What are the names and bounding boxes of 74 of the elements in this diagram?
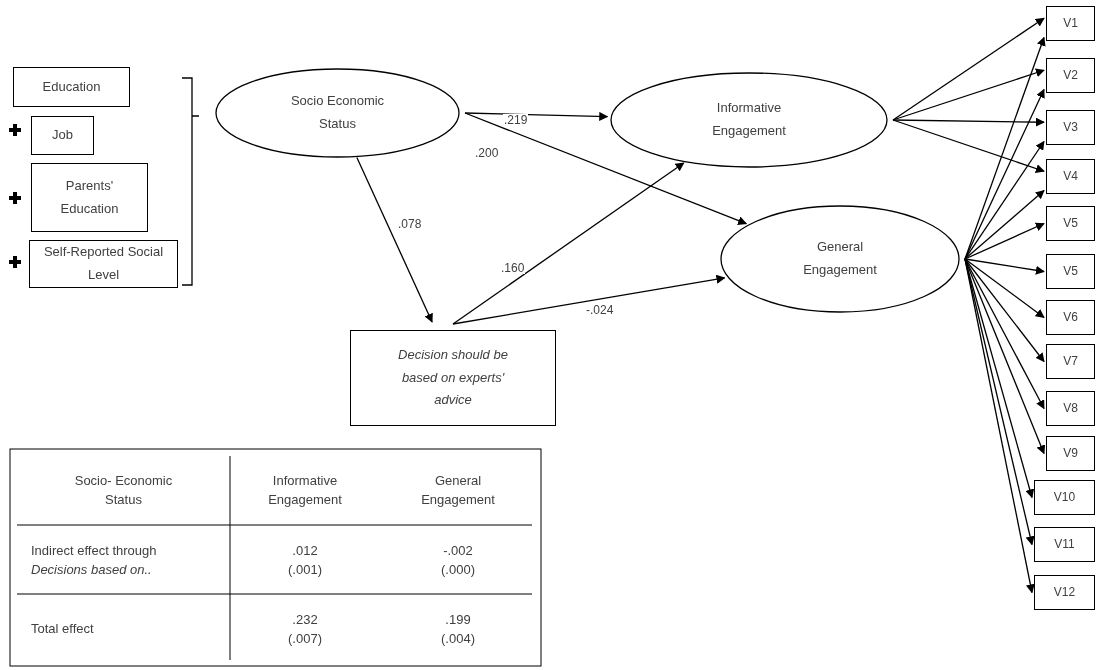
arrow (356, 156, 433, 323)
indicator-box (1046, 344, 1095, 379)
arrow (892, 17, 1045, 121)
indicator-box (1046, 436, 1095, 471)
edge-label: .078 (397, 218, 423, 230)
table-cell-text: Socio- Economic Status (73, 471, 174, 509)
indicator-box (31, 116, 94, 155)
arrow (464, 112, 748, 225)
table-cell-text: .012 (.001) (288, 541, 322, 579)
indicator-box (31, 163, 148, 232)
arrow (892, 119, 1045, 173)
table-cell-text: Total effect (31, 620, 95, 639)
indicator-box (1034, 575, 1095, 610)
node-label: V4 (1063, 168, 1078, 185)
edge-label: -.024 (585, 304, 615, 316)
arrow (964, 36, 1046, 260)
table-cell-text: General Engagement (421, 471, 495, 509)
indicator-box (1034, 480, 1095, 515)
latent-ellipse (720, 205, 960, 313)
latent-ellipse (610, 72, 888, 168)
arrow (452, 162, 685, 325)
arrow (464, 111, 609, 121)
arrow (964, 88, 1045, 260)
edge-label: .219 (503, 114, 529, 126)
node-label: V9 (1063, 445, 1078, 462)
arrow (892, 117, 1045, 127)
arrow (964, 189, 1045, 260)
arrow (452, 274, 726, 325)
indicator-box (29, 240, 178, 288)
node-label: V10 (1053, 489, 1076, 506)
node-label: V6 (1063, 309, 1078, 326)
table-cell-text: .199 (.004) (441, 610, 475, 648)
node-label: Decision should be based on experts' advice (397, 345, 509, 410)
indicator-box (1046, 391, 1095, 426)
table-cell-text: Indirect effect through Decisions based on.. (31, 541, 158, 579)
node-label: Parents' Education (59, 176, 120, 218)
arrow (964, 222, 1045, 260)
table-cell-text: Informative Engagement (268, 471, 342, 509)
node-label: Informative Engagement (711, 99, 787, 140)
edge-label: .160 (500, 262, 526, 274)
arrow (892, 68, 1045, 121)
indicator-box (1046, 159, 1095, 194)
edge-label: .200 (474, 147, 500, 159)
node-label: V1 (1063, 15, 1078, 32)
indicator-box (1046, 300, 1095, 335)
arrow (964, 258, 1045, 319)
node-label: Socio Economic Status (289, 92, 386, 133)
indicator-box (13, 67, 130, 107)
node-label: Self-Reported Social Level (42, 243, 165, 284)
node-label: Education (42, 77, 101, 96)
indicator-box (1046, 6, 1095, 41)
node-label: V2 (1063, 67, 1078, 84)
latent-ellipse (215, 68, 460, 158)
indicator-box (1034, 527, 1095, 562)
node-label: Job (52, 126, 73, 145)
arrow (964, 258, 1045, 363)
node-label: V11 (1054, 536, 1075, 553)
arrow (964, 258, 1045, 275)
indicator-box (1046, 110, 1095, 145)
indicator-box (1046, 254, 1095, 289)
indicator-box (1046, 58, 1095, 93)
mediator-box (350, 330, 556, 426)
node-label: V5 (1063, 215, 1078, 232)
node-label: V3 (1063, 119, 1078, 136)
arrow (964, 258, 1046, 455)
node-label: V5 (1063, 263, 1078, 280)
node-label: V7 (1063, 353, 1078, 370)
node-label: V8 (1063, 400, 1078, 417)
arrow (964, 140, 1045, 260)
node-label: V12 (1053, 584, 1076, 601)
table-cell-text: -.002 (.000) (441, 541, 475, 579)
indicator-box (1046, 206, 1095, 241)
node-label: General Engagement (802, 238, 878, 279)
table-cell-text: .232 (.007) (288, 610, 322, 648)
